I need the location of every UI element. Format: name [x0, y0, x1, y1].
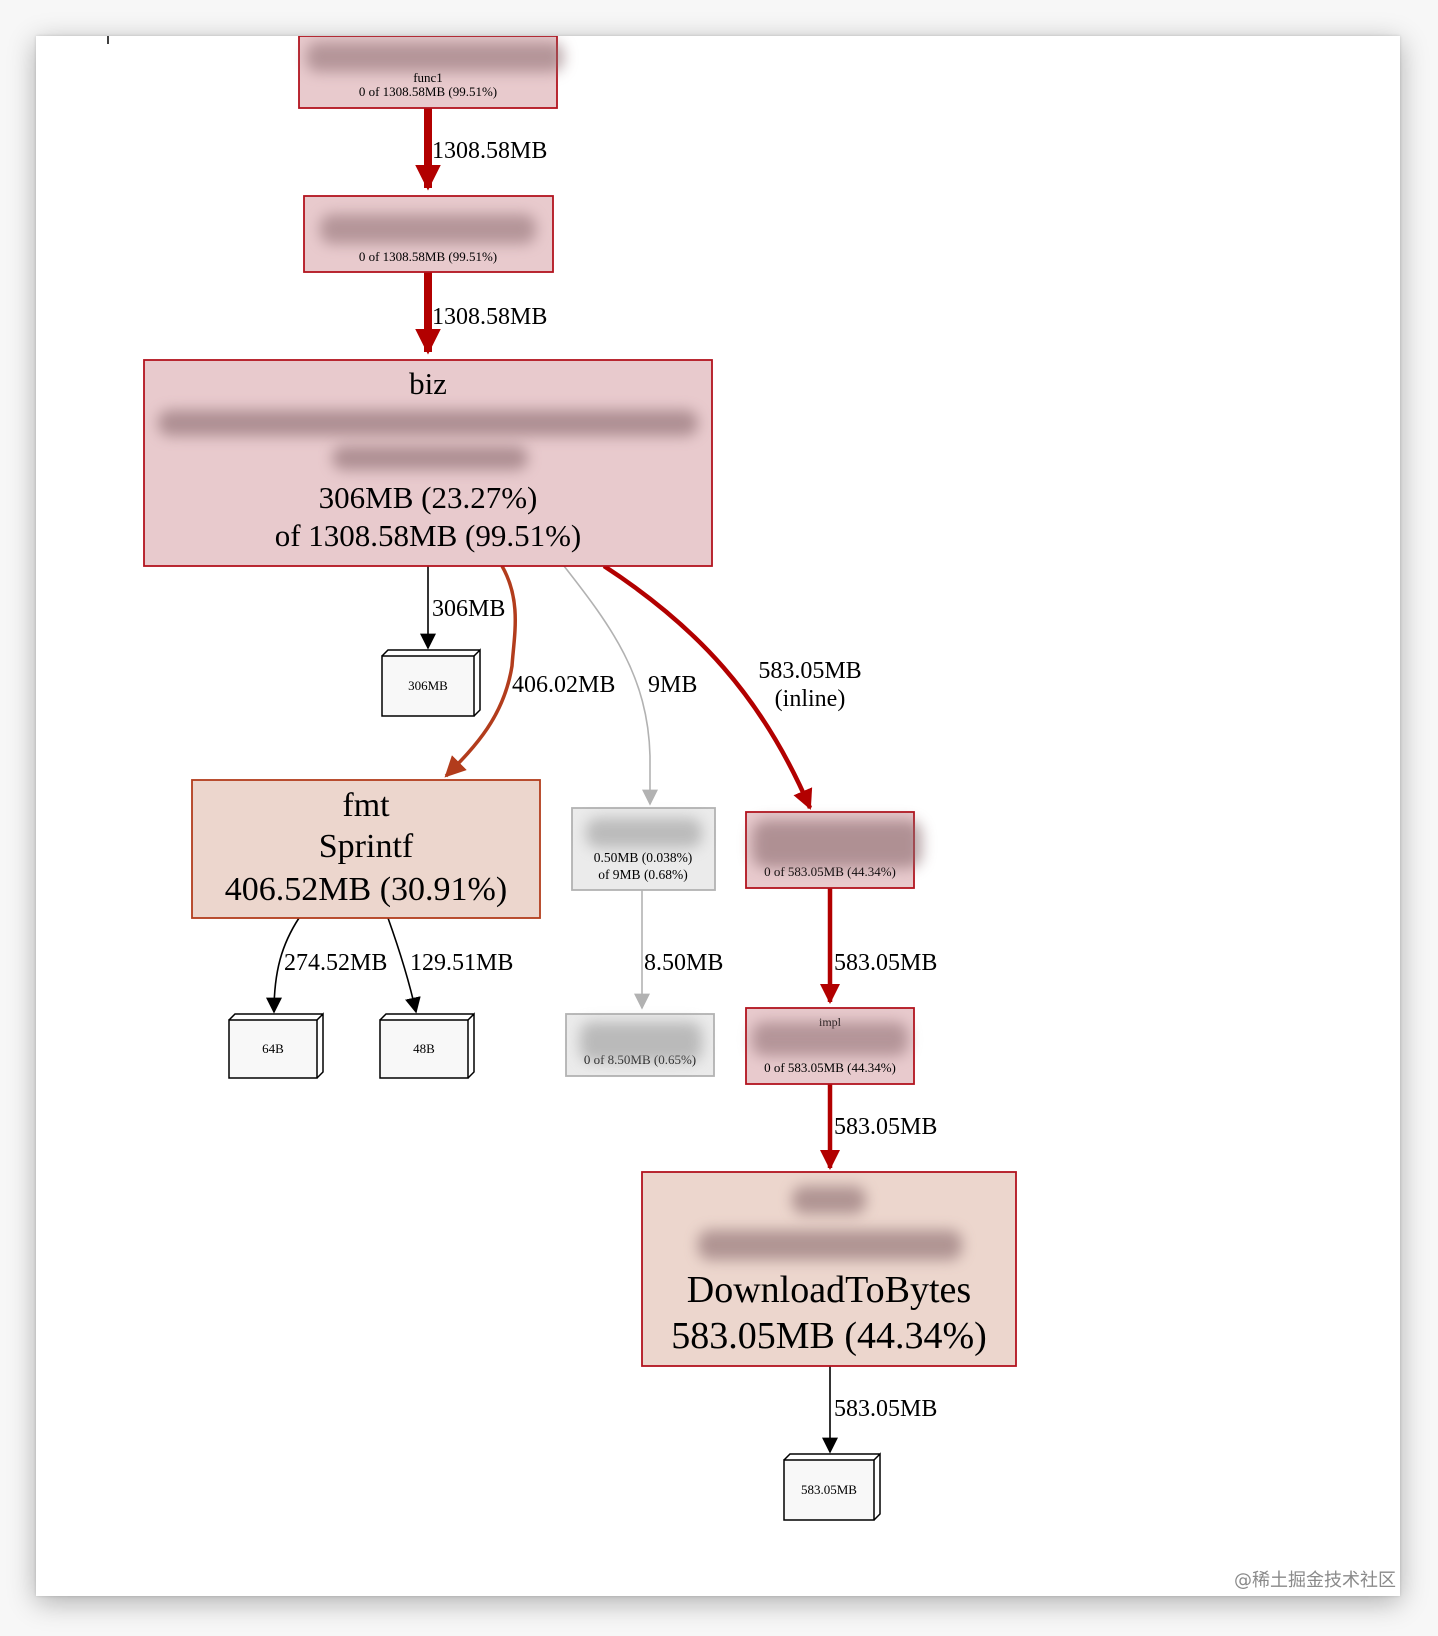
- redacted-label: [158, 410, 698, 436]
- redacted-label: [792, 1186, 866, 1214]
- redacted-label: [752, 1022, 908, 1056]
- node-leaf-48b[interactable]: 48B: [379, 1012, 475, 1079]
- graph-viewer: 1308.58MB 1308.58MB 306MB 406.02MB 9MB 5…: [36, 36, 1400, 1596]
- edge-label-biz-to-inline-note: (inline): [775, 686, 846, 712]
- watermark: @稀土掘金技术社区: [1234, 1570, 1396, 1591]
- edge-label-biz-to-leaf: 306MB: [432, 596, 505, 622]
- edge-label-caller-to-biz: 1308.58MB: [432, 304, 547, 330]
- node-leaf-583mb[interactable]: 583.05MB: [783, 1452, 881, 1521]
- node-leaf-583mb-label: 583.05MB: [801, 1482, 857, 1497]
- edges: 1308.58MB 1308.58MB 306MB 406.02MB 9MB 5…: [266, 108, 937, 1454]
- node-small[interactable]: 0.50MB (0.038%) of 9MB (0.68%): [571, 807, 716, 891]
- redacted-label: [752, 820, 922, 868]
- node-func1-name: func1: [413, 70, 443, 85]
- edge-label-impl-to-download: 583.05MB: [834, 1114, 937, 1140]
- edge-sprintf-to-48b[interactable]: [387, 917, 421, 1014]
- node-leaf-48b-label: 48B: [413, 1041, 435, 1056]
- redacted-label: [580, 1022, 702, 1062]
- edge-biz-to-small[interactable]: [563, 565, 658, 806]
- edge-label-func1-to-caller: 1308.58MB: [432, 138, 547, 164]
- node-sprintf[interactable]: fmt Sprintf 406.52MB (30.91%): [191, 779, 541, 919]
- call-graph: 1308.58MB 1308.58MB 306MB 406.02MB 9MB 5…: [107, 36, 1017, 1521]
- edge-label-biz-to-inline: 583.05MB: [758, 658, 861, 684]
- redacted-label: [306, 42, 564, 72]
- node-biz-flat: 306MB (23.27%): [319, 480, 538, 515]
- edge-label-small-to-child: 8.50MB: [644, 950, 723, 976]
- node-func1[interactable]: func1 0 of 1308.58MB (99.51%): [298, 36, 564, 109]
- node-download-name: DownloadToBytes: [687, 1269, 971, 1311]
- edge-label-biz-to-sprintf: 406.02MB: [512, 672, 615, 698]
- node-small-child[interactable]: 0 of 8.50MB (0.65%): [565, 1013, 715, 1077]
- redacted-label: [586, 818, 702, 848]
- node-download-flat: 583.05MB (44.34%): [671, 1315, 987, 1357]
- node-leaf-64b[interactable]: 64B: [228, 1012, 324, 1079]
- edge-label-sprintf-to-48b: 129.51MB: [410, 950, 513, 976]
- edge-label-inline-to-impl: 583.05MB: [834, 950, 937, 976]
- node-inline[interactable]: 0 of 583.05MB (44.34%): [745, 811, 922, 889]
- node-biz[interactable]: biz 306MB (23.27%) of 1308.58MB (99.51%): [143, 359, 713, 567]
- node-leaf-306mb-label: 306MB: [408, 678, 448, 693]
- node-biz-package: biz: [409, 366, 447, 401]
- edge-biz-to-inline[interactable]: [602, 564, 813, 810]
- node-leaf-306mb[interactable]: 306MB: [381, 648, 481, 717]
- redacted-label: [332, 446, 528, 470]
- node-func1-stats: 0 of 1308.58MB (99.51%): [359, 84, 497, 99]
- node-impl-stats: 0 of 583.05MB (44.34%): [764, 1060, 896, 1075]
- node-biz-cum: of 1308.58MB (99.51%): [275, 518, 582, 553]
- node-impl[interactable]: impl 0 of 583.05MB (44.34%): [745, 1007, 915, 1085]
- edge-sprintf-to-64b[interactable]: [266, 917, 300, 1014]
- node-download[interactable]: DownloadToBytes 583.05MB (44.34%): [641, 1171, 1017, 1367]
- redacted-label: [698, 1230, 962, 1260]
- node-sprintf-flat: 406.52MB (30.91%): [225, 871, 507, 908]
- node-sprintf-package: fmt: [342, 787, 390, 824]
- node-sprintf-name: Sprintf: [319, 828, 414, 865]
- edge-label-download-to-leaf: 583.05MB: [834, 1396, 937, 1422]
- redacted-label: [320, 214, 536, 244]
- edge-label-biz-to-small: 9MB: [648, 672, 697, 698]
- node-caller[interactable]: 0 of 1308.58MB (99.51%): [303, 195, 554, 273]
- node-small-flat: 0.50MB (0.038%): [594, 850, 693, 865]
- node-small-cum: of 9MB (0.68%): [598, 867, 688, 882]
- node-caller-stats: 0 of 1308.58MB (99.51%): [359, 249, 497, 264]
- edge-label-sprintf-to-64b: 274.52MB: [284, 950, 387, 976]
- node-leaf-64b-label: 64B: [262, 1041, 284, 1056]
- edge-biz-to-sprintf[interactable]: [444, 565, 518, 778]
